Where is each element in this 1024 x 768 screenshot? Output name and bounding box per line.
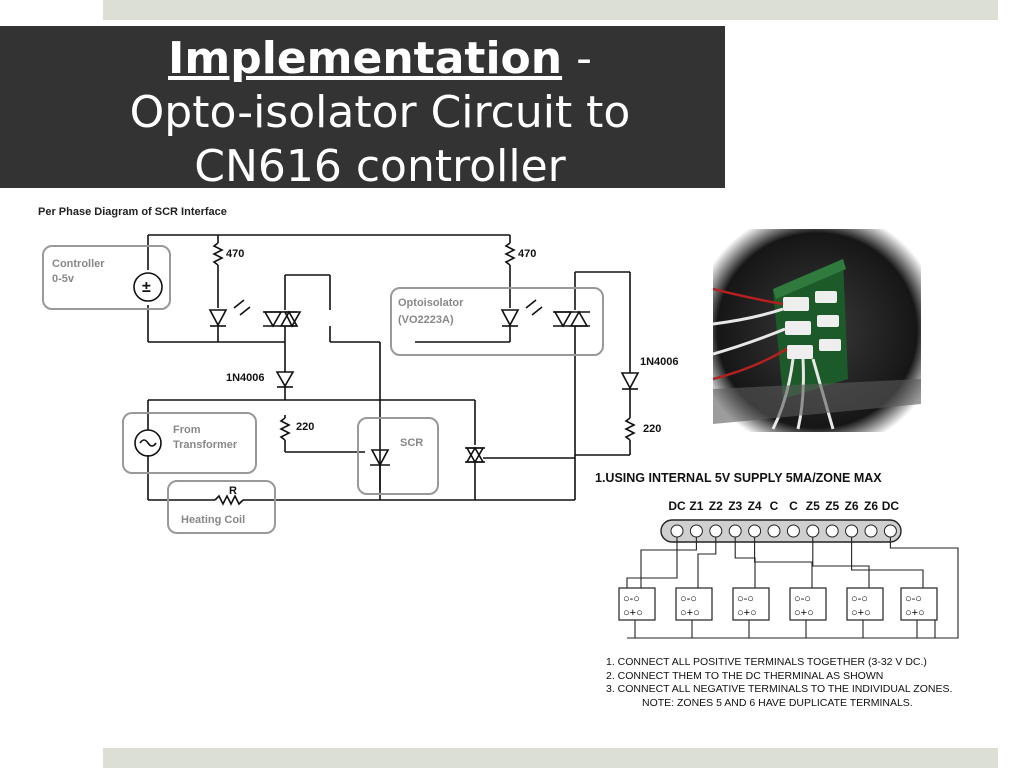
- wire: [812, 537, 870, 588]
- ssr-module: ○-○ ○+○: [789, 587, 827, 621]
- svg-text:○-○: ○-○: [794, 593, 811, 605]
- wiring-notes: 1. CONNECT ALL POSITIVE TERMINALS TOGETH…: [606, 656, 952, 710]
- zone-wires: [626, 537, 959, 639]
- terminal-hole: [748, 524, 762, 538]
- terminal-hole: [786, 524, 800, 538]
- terminal-hole: [864, 524, 878, 538]
- wiring-note-4: NOTE: ZONES 5 AND 6 HAVE DUPLICATE TERMI…: [642, 696, 913, 709]
- terminal-label: DC: [882, 499, 900, 513]
- ssr-module: ○-○ ○+○: [618, 587, 656, 621]
- resistor-470-right-label: 470: [518, 248, 536, 260]
- svg-text:○-○: ○-○: [680, 593, 697, 605]
- resistor-220-left-label: 220: [296, 421, 314, 433]
- terminal-hole: [728, 524, 742, 538]
- terminal-hole: [670, 524, 684, 538]
- resistor-470-left-label: 470: [226, 248, 244, 260]
- slide-title: Implementation - Opto-isolator Circuit t…: [100, 32, 660, 194]
- svg-text:○+○: ○+○: [851, 607, 871, 619]
- wire: [734, 537, 756, 588]
- terminal-hole: [689, 524, 703, 538]
- controller-label-line1: Controller: [52, 258, 105, 270]
- terminal-hole: [709, 524, 723, 538]
- terminal-label: Z4: [748, 499, 762, 513]
- svg-text:○+○: ○+○: [680, 607, 700, 619]
- scr-interface-schematic: Controller 0-5v Optoisolator (VO2223A) F…: [42, 234, 679, 534]
- terminal-label: C: [770, 499, 779, 513]
- svg-text:○+○: ○+○: [794, 607, 814, 619]
- svg-text:○-○: ○-○: [737, 593, 754, 605]
- terminal-label: Z5: [825, 499, 839, 513]
- wiring-note-2: 2. CONNECT THEM TO THE DC THERMINAL AS S…: [606, 669, 884, 682]
- opto-label-line2: (VO2223A): [398, 314, 454, 326]
- wire: [697, 537, 717, 588]
- diagram-caption: Per Phase Diagram of SCR Interface: [38, 206, 227, 218]
- terminal-label: DC: [668, 499, 686, 513]
- title-bold: Implementation: [168, 33, 563, 84]
- svg-text:○+○: ○+○: [623, 607, 643, 619]
- scr-label: SCR: [400, 437, 423, 449]
- controller-label-line2: 0-5v: [52, 273, 75, 285]
- terminal-hole: [845, 524, 859, 538]
- top-accent-band: [103, 0, 998, 20]
- terminal-label: Z6: [845, 499, 859, 513]
- svg-text:○-○: ○-○: [851, 593, 868, 605]
- terminal-hole: [806, 524, 820, 538]
- title-panel: Implementation - Opto-isolator Circuit t…: [0, 26, 725, 192]
- terminal-label: Z1: [689, 499, 703, 513]
- terminal-label: Z6: [864, 499, 878, 513]
- terminal-label: Z3: [728, 499, 742, 513]
- terminal-strip: [660, 519, 902, 543]
- diode-right-label: 1N4006: [640, 356, 679, 368]
- ssr-module: ○-○ ○+○: [675, 587, 713, 621]
- wire: [851, 537, 924, 588]
- wire: [889, 537, 959, 639]
- svg-text:○+○: ○+○: [905, 607, 925, 619]
- wiring-heading: 1.USING INTERNAL 5V SUPPLY 5MA/ZONE MAX: [595, 471, 882, 485]
- ssr-module: ○-○ ○+○: [732, 587, 770, 621]
- svg-text:○-○: ○-○: [623, 593, 640, 605]
- terminal-hole: [767, 524, 781, 538]
- terminal-label: Z5: [806, 499, 820, 513]
- bottom-accent-band: [103, 748, 998, 768]
- terminal-label: C: [789, 499, 798, 513]
- ssr-modules: ○-○ ○+○ ○-○ ○+○ ○-○ ○+○ ○-○ ○+○ ○-○ ○+○ ○-○ ○+○: [618, 587, 938, 621]
- circuit-board-photo: [713, 229, 921, 432]
- battery-plus-icon: ±: [142, 279, 151, 296]
- wire: [626, 537, 678, 588]
- resistor-220-right-label: 220: [643, 423, 661, 435]
- svg-text:○-○: ○-○: [905, 593, 922, 605]
- coil-resistor-label: R: [229, 485, 237, 497]
- terminal-label: Z2: [709, 499, 723, 513]
- wire: [640, 537, 697, 588]
- transformer-label-line1: From: [173, 424, 201, 436]
- transformer-label-line2: Transformer: [173, 439, 238, 451]
- cn616-wiring-diagram: 1.USING INTERNAL 5V SUPPLY 5MA/ZONE MAX …: [595, 471, 959, 639]
- terminal-hole: [883, 524, 897, 538]
- diode-left-label: 1N4006: [226, 372, 265, 384]
- opto-label-line1: Optoisolator: [398, 297, 464, 309]
- ssr-module: ○-○ ○+○: [846, 587, 884, 621]
- ssr-module: ○-○ ○+○: [900, 587, 938, 621]
- wiring-note-3: 3. CONNECT ALL NEGATIVE TERMINALS TO THE…: [606, 683, 953, 695]
- title-rest: - Opto-isolator Circuit to CN616 control…: [129, 33, 631, 192]
- wiring-note-1: 1. CONNECT ALL POSITIVE TERMINALS TOGETH…: [606, 656, 927, 668]
- wire: [627, 620, 936, 639]
- svg-text:○+○: ○+○: [737, 607, 757, 619]
- wire: [754, 537, 813, 588]
- terminal-hole: [825, 524, 839, 538]
- heating-coil-label: Heating Coil: [181, 514, 245, 526]
